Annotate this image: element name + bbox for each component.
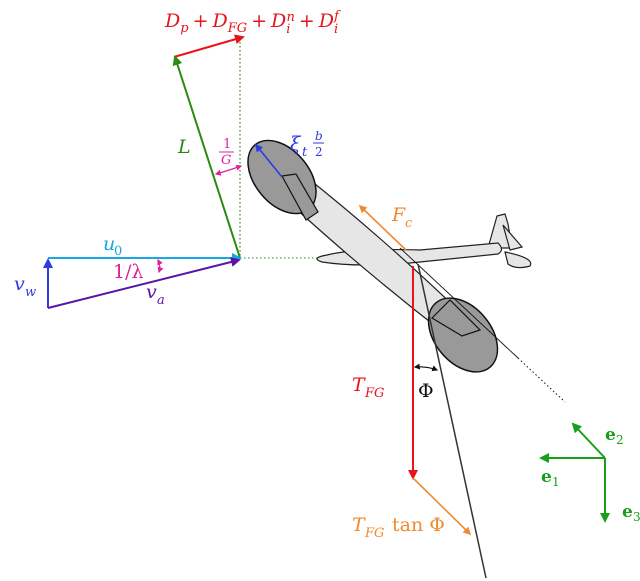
svg-text:FG: FG [364, 386, 384, 401]
coordinate-frame [539, 422, 610, 523]
svg-text:1: 1 [223, 137, 231, 152]
svg-text:F: F [391, 204, 406, 226]
lift-vector [172, 55, 241, 259]
svg-text:T: T [352, 514, 366, 536]
svg-text:u: u [103, 233, 115, 255]
va-label: v a [146, 281, 165, 308]
inv-G-label: 1 G [219, 137, 234, 168]
span-axis-line [399, 247, 519, 359]
svg-text:3: 3 [633, 510, 640, 524]
svg-text:2: 2 [315, 145, 323, 159]
TFG-label: T FG [352, 374, 384, 401]
e2-label: e 2 [605, 425, 624, 447]
lower-pod-fairing [431, 299, 482, 337]
drag-sum-label: Dp+DFG+Din+Dif [164, 9, 341, 37]
svg-text:G: G [221, 153, 231, 168]
svg-text:ξ: ξ [290, 133, 302, 155]
svg-text:FG: FG [364, 526, 384, 541]
xi-b2-label: ξ t b 2 [290, 129, 324, 160]
svg-text:e: e [622, 502, 633, 522]
u0-label: u 0 [103, 233, 122, 259]
e1-label: e 1 [541, 467, 560, 489]
glider-tail [487, 213, 532, 269]
lift-label: L [177, 136, 191, 158]
svg-text:b: b [315, 129, 323, 143]
svg-text:v: v [146, 281, 157, 303]
phi-label: Φ [418, 380, 434, 402]
xi-b2-vector [254, 143, 283, 178]
svg-text:0: 0 [114, 244, 122, 259]
phi-arc [413, 363, 439, 372]
inv-G-arc [214, 164, 243, 176]
Fc-label: F c [391, 204, 413, 231]
inv-lambda-label: 1/λ [113, 261, 144, 283]
svg-text:c: c [405, 216, 413, 231]
upper-pod-fairing [281, 173, 319, 221]
drag-vector [173, 34, 245, 58]
inv-lambda-arc [157, 258, 164, 274]
svg-text:1: 1 [552, 475, 560, 489]
svg-text:t: t [302, 145, 308, 160]
e3-label: e 3 [622, 502, 640, 524]
span-axis-dotted [517, 357, 566, 403]
e2-axis [571, 422, 606, 459]
va-vector [47, 257, 241, 309]
vw-label: v w [14, 273, 36, 300]
svg-text:T: T [352, 374, 366, 396]
svg-text:w: w [25, 285, 36, 300]
svg-text:a: a [157, 293, 165, 308]
TFG-tan-vector [412, 477, 472, 536]
Fc-vector [358, 204, 407, 251]
svg-text:e: e [605, 425, 616, 445]
TFG-tan-label: T FG tan Φ [352, 514, 445, 541]
svg-text:2: 2 [616, 433, 624, 447]
tether-line [417, 263, 487, 579]
svg-text:e: e [541, 467, 552, 487]
svg-text:v: v [14, 273, 25, 295]
svg-text:tan Φ: tan Φ [392, 514, 445, 536]
